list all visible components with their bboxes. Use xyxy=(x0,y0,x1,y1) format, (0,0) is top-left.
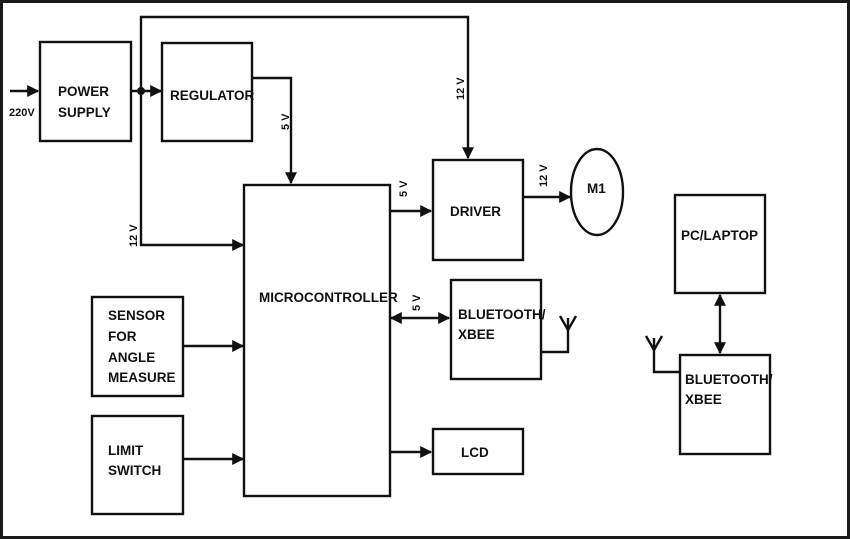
lcd-block: LCD xyxy=(431,427,525,476)
sensor-label-2: FOR xyxy=(108,329,137,344)
antenna-icon xyxy=(541,315,578,354)
voltage-label-mc-to-driver: 5 V xyxy=(398,180,410,197)
voltage-label-top-bus: 12 V xyxy=(455,77,467,100)
voltage-label-driver-to-motor: 12 V xyxy=(538,164,550,187)
motor-block: M1 xyxy=(569,147,625,237)
regulator-label: REGULATOR xyxy=(170,88,255,103)
regulator-block: REGULATOR xyxy=(160,41,255,143)
sensor-block: SENSOR FOR ANGLE MEASURE xyxy=(90,295,185,398)
lcd-label: LCD xyxy=(461,445,489,460)
bluetooth-right-block: BLUETOOTH/ XBEE xyxy=(678,353,773,456)
microcontroller-block: MICROCONTROLLER xyxy=(242,183,398,498)
sensor-label-1: SENSOR xyxy=(108,308,165,323)
bluetooth-left-label-1: BLUETOOTH/ xyxy=(458,307,546,322)
input-voltage-label: 220V xyxy=(9,107,35,119)
sensor-label-3: ANGLE xyxy=(108,350,155,365)
bluetooth-left-block: BLUETOOTH/ XBEE xyxy=(449,278,546,381)
power-supply-label-2: SUPPLY xyxy=(58,105,111,120)
limit-switch-label-1: LIMIT xyxy=(108,443,144,458)
power-supply-label-1: POWER xyxy=(58,84,109,99)
limit-switch-block: LIMIT SWITCH xyxy=(90,414,185,516)
voltage-label-regulator-out: 5 V xyxy=(280,113,292,130)
bus-to-driver-arrow xyxy=(139,15,474,160)
sensor-label-4: MEASURE xyxy=(108,370,176,385)
power-supply-block: POWER SUPPLY xyxy=(38,40,133,143)
bluetooth-right-label-1: BLUETOOTH/ xyxy=(685,372,773,387)
driver-block: DRIVER xyxy=(431,158,525,262)
pc-laptop-block: PC/LAPTOP xyxy=(673,193,767,295)
bluetooth-right-label-2: XBEE xyxy=(685,392,722,407)
limit-switch-label-2: SWITCH xyxy=(108,463,161,478)
voltage-label-mc-supply: 12 V xyxy=(128,224,140,247)
regulator-to-mc-arrow xyxy=(252,76,297,185)
driver-label: DRIVER xyxy=(450,204,501,219)
microcontroller-label: MICROCONTROLLER xyxy=(259,290,398,305)
bluetooth-left-label-2: XBEE xyxy=(458,327,495,342)
antenna-icon xyxy=(644,335,680,374)
voltage-label-mc-to-bluetooth: 5 V xyxy=(411,294,423,311)
pc-laptop-label: PC/LAPTOP xyxy=(681,228,758,243)
motor-label: M1 xyxy=(587,181,606,196)
bus-to-mc-arrow xyxy=(139,91,245,251)
